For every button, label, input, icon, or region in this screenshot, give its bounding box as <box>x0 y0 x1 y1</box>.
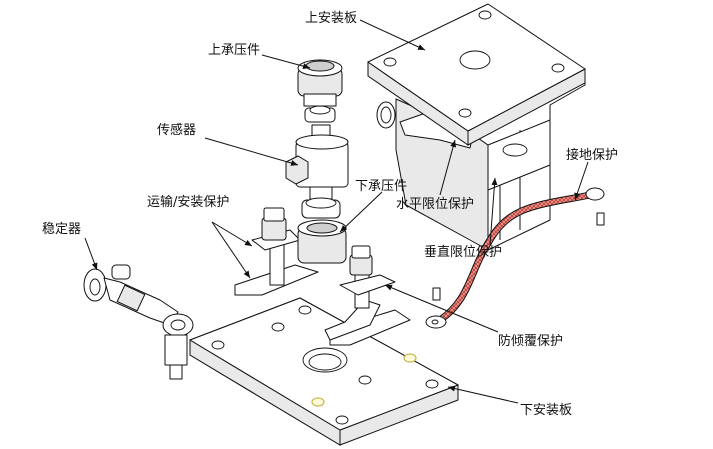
label-upper-mounting-plate: 上安装板 <box>305 11 357 26</box>
arrow-lower-mounting-plate <box>447 385 519 404</box>
load-cell-sensor <box>285 124 349 219</box>
label-transport-install-protection: 运输/安装保护 <box>147 194 229 210</box>
label-horizontal-limit-protection: 水平限位保护 <box>396 197 474 212</box>
arrow-grounding <box>574 161 589 201</box>
arrow-stabilizer <box>84 237 98 271</box>
arrow-upper-bearing-part <box>261 54 311 70</box>
arrow-vertical-limit <box>489 177 498 246</box>
label-stabilizer: 稳定器 <box>42 221 81 237</box>
label-sensor: 传感器 <box>157 122 196 138</box>
label-lower-mounting-plate: 下安装板 <box>520 403 572 418</box>
label-lower-bearing-part: 下承压件 <box>355 179 407 194</box>
arrow-lower-bearing-part <box>339 191 383 233</box>
transport-protection-bracket <box>234 207 319 296</box>
arrow-sensor <box>204 137 299 166</box>
arrow-anti-tipping <box>384 284 499 333</box>
arrow-transport-protection-2 <box>211 221 251 279</box>
label-vertical-limit-protection: 垂直限位保护 <box>424 245 502 260</box>
stabilizer-rod <box>83 264 194 380</box>
upper-mounting-plate <box>367 3 586 251</box>
lower-bearing-part <box>297 219 347 264</box>
arrow-transport-protection-1 <box>211 221 253 247</box>
arrow-upper-mounting-plate <box>359 19 426 51</box>
lower-mounting-plate <box>189 297 459 446</box>
label-anti-tipping-protection: 防倾覆保护 <box>498 333 563 349</box>
upper-bearing-part <box>297 59 343 123</box>
arrow-horizontal-limit <box>439 139 457 196</box>
anti-tipping-bracket <box>324 245 411 346</box>
label-upper-bearing-part: 上承压件 <box>208 43 260 58</box>
label-grounding-protection: 接地保护 <box>566 147 618 163</box>
